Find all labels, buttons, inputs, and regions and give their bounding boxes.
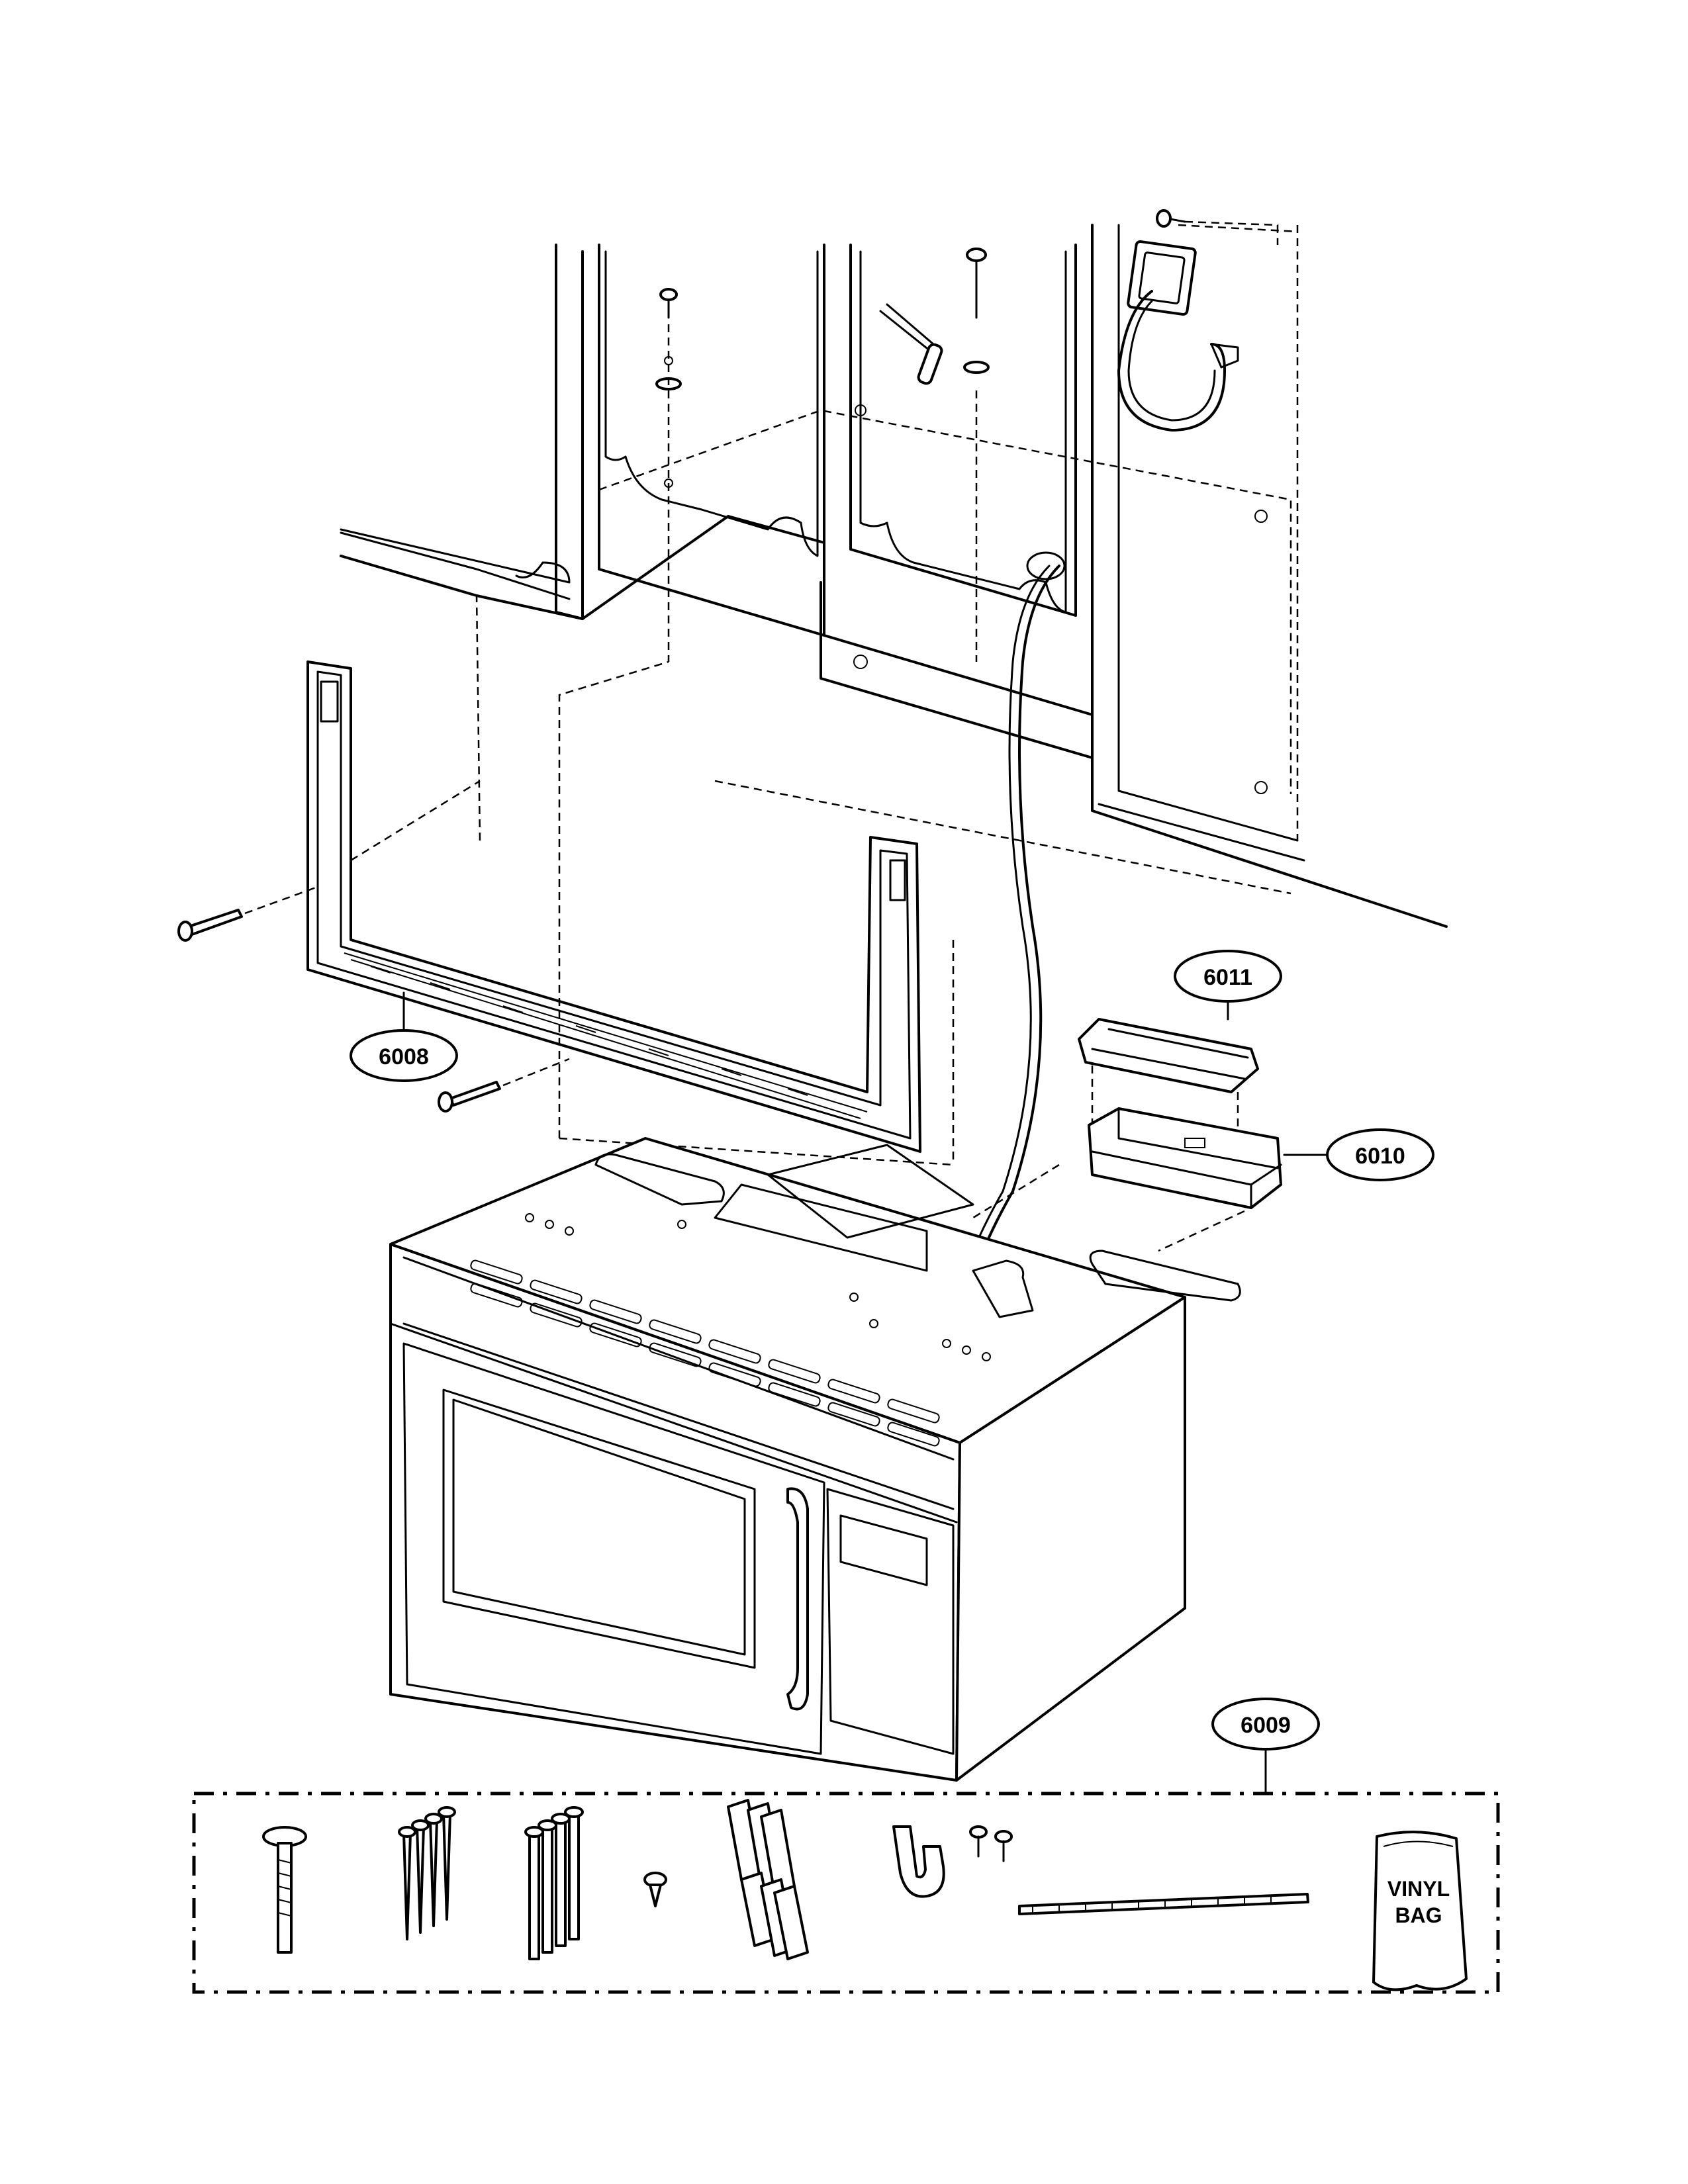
callout-6009-label: 6009 [1241, 1713, 1291, 1738]
cord-clamp-icon [892, 1825, 945, 1898]
vinyl-bag-label-line1: VINYL [1387, 1877, 1450, 1901]
long-bolt-icon [262, 1826, 307, 1954]
callout-6009: 6009 [1211, 1698, 1320, 1795]
callout-6011: 6011 [1174, 950, 1282, 1021]
toggle-wings-icon [727, 1799, 809, 1960]
bracket-screw-icon [177, 886, 570, 1113]
kit-boundary [192, 1792, 1500, 1994]
outlet-screw-icon [1156, 209, 1279, 245]
microwave-oven [389, 1137, 1241, 1782]
toggle-bolt-icon [879, 248, 990, 662]
callout-6008-label: 6008 [379, 1044, 429, 1069]
mounting-bracket [306, 660, 921, 1153]
callout-6010: 6010 [1283, 1128, 1434, 1181]
top-screw-icon [655, 288, 682, 662]
small-screw-icon [643, 1872, 667, 1907]
toggle-screws-icon [524, 1806, 584, 1960]
duct-box [972, 1107, 1282, 1252]
bracket-projection-lines [350, 595, 955, 1166]
callout-6008: 6008 [350, 991, 458, 1082]
callout-6011-label: 6011 [1203, 965, 1252, 990]
sealing-strip-icon [1018, 1893, 1309, 1915]
vinyl-bag-label-line2: BAG [1395, 1903, 1442, 1927]
vinyl-bag-icon: VINYL BAG [1372, 1831, 1468, 1991]
upper-cabinets [340, 224, 1448, 1279]
wood-screws-icon [398, 1806, 456, 1940]
clamp-screws-icon [969, 1825, 1013, 1862]
callout-6010-label: 6010 [1355, 1144, 1405, 1169]
